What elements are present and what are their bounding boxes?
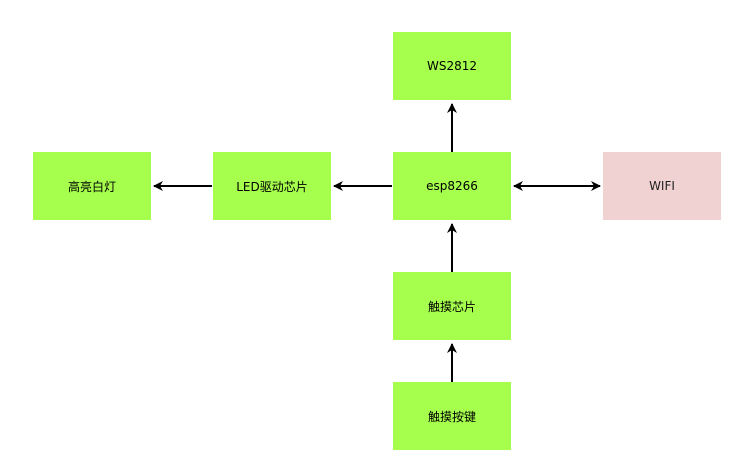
node-ws2812: WS2812 [393, 32, 511, 100]
node-led-driver: LED驱动芯片 [213, 152, 331, 220]
node-esp8266: esp8266 [393, 152, 511, 220]
node-touch-key: 触摸按键 [393, 382, 511, 450]
node-white-led: 高亮白灯 [33, 152, 151, 220]
node-wifi: WIFI [603, 152, 721, 220]
node-touch-chip: 触摸芯片 [393, 272, 511, 340]
